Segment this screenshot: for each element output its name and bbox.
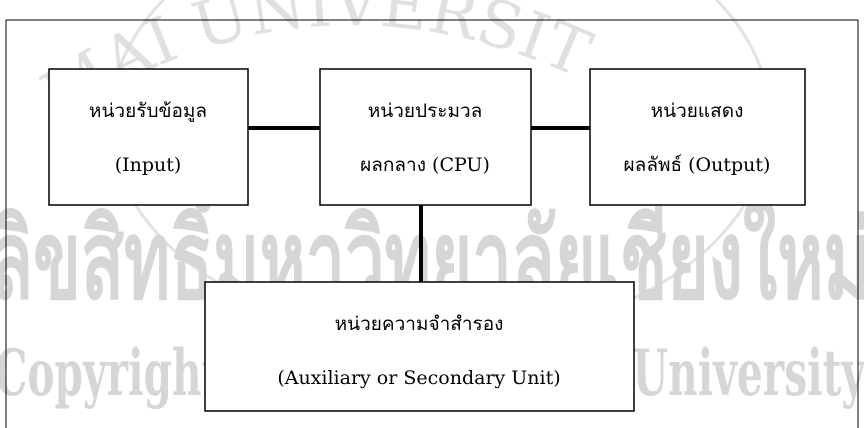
node-input-label-line1: หน่วยรับข้อมูล — [89, 100, 207, 122]
node-cpu: หน่วยประมวล ผลกลาง (CPU) — [319, 68, 532, 206]
node-input-label-line2: (Input) — [115, 154, 182, 176]
node-storage-label-line1: หน่วยความจำสำรอง — [335, 313, 504, 335]
node-storage: หน่วยความจำสำรอง (Auxiliary or Secondary… — [204, 281, 635, 412]
connectors — [248, 126, 590, 282]
node-storage-label-line2: (Auxiliary or Secondary Unit) — [277, 367, 560, 389]
node-storage-box — [204, 281, 635, 412]
node-output: หน่วยแสดง ผลลัพธ์ (Output) — [589, 68, 806, 206]
node-output-box — [589, 68, 806, 206]
node-cpu-label-line2: ผลกลาง (CPU) — [360, 154, 490, 176]
node-output-label-line2: ผลลัพธ์ (Output) — [624, 154, 771, 176]
node-output-label-line1: หน่วยแสดง — [651, 100, 744, 122]
node-input: หน่วยรับข้อมูล (Input) — [48, 68, 249, 206]
diagram-frame — [5, 19, 859, 428]
node-input-box — [48, 68, 249, 206]
node-cpu-label-line1: หน่วยประมวล — [368, 100, 483, 122]
node-cpu-box — [319, 68, 532, 206]
